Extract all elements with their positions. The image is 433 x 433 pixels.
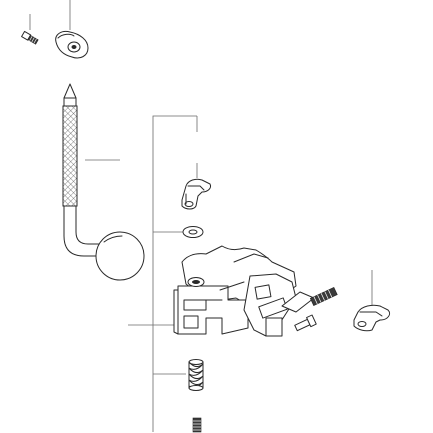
grub-screw-icon [192,417,202,433]
washer-icon [182,226,204,238]
handle-icon [62,83,145,281]
wing-knob-icon [181,178,211,210]
leader-lines [29,0,373,432]
leader-bracket-main [152,115,197,432]
screw-icon [21,30,39,45]
knob-icon [55,31,89,59]
spring-icon [188,359,204,391]
wing-knob-right-icon [353,304,391,332]
clamp-icon [173,245,315,337]
stud-icon [294,286,338,332]
